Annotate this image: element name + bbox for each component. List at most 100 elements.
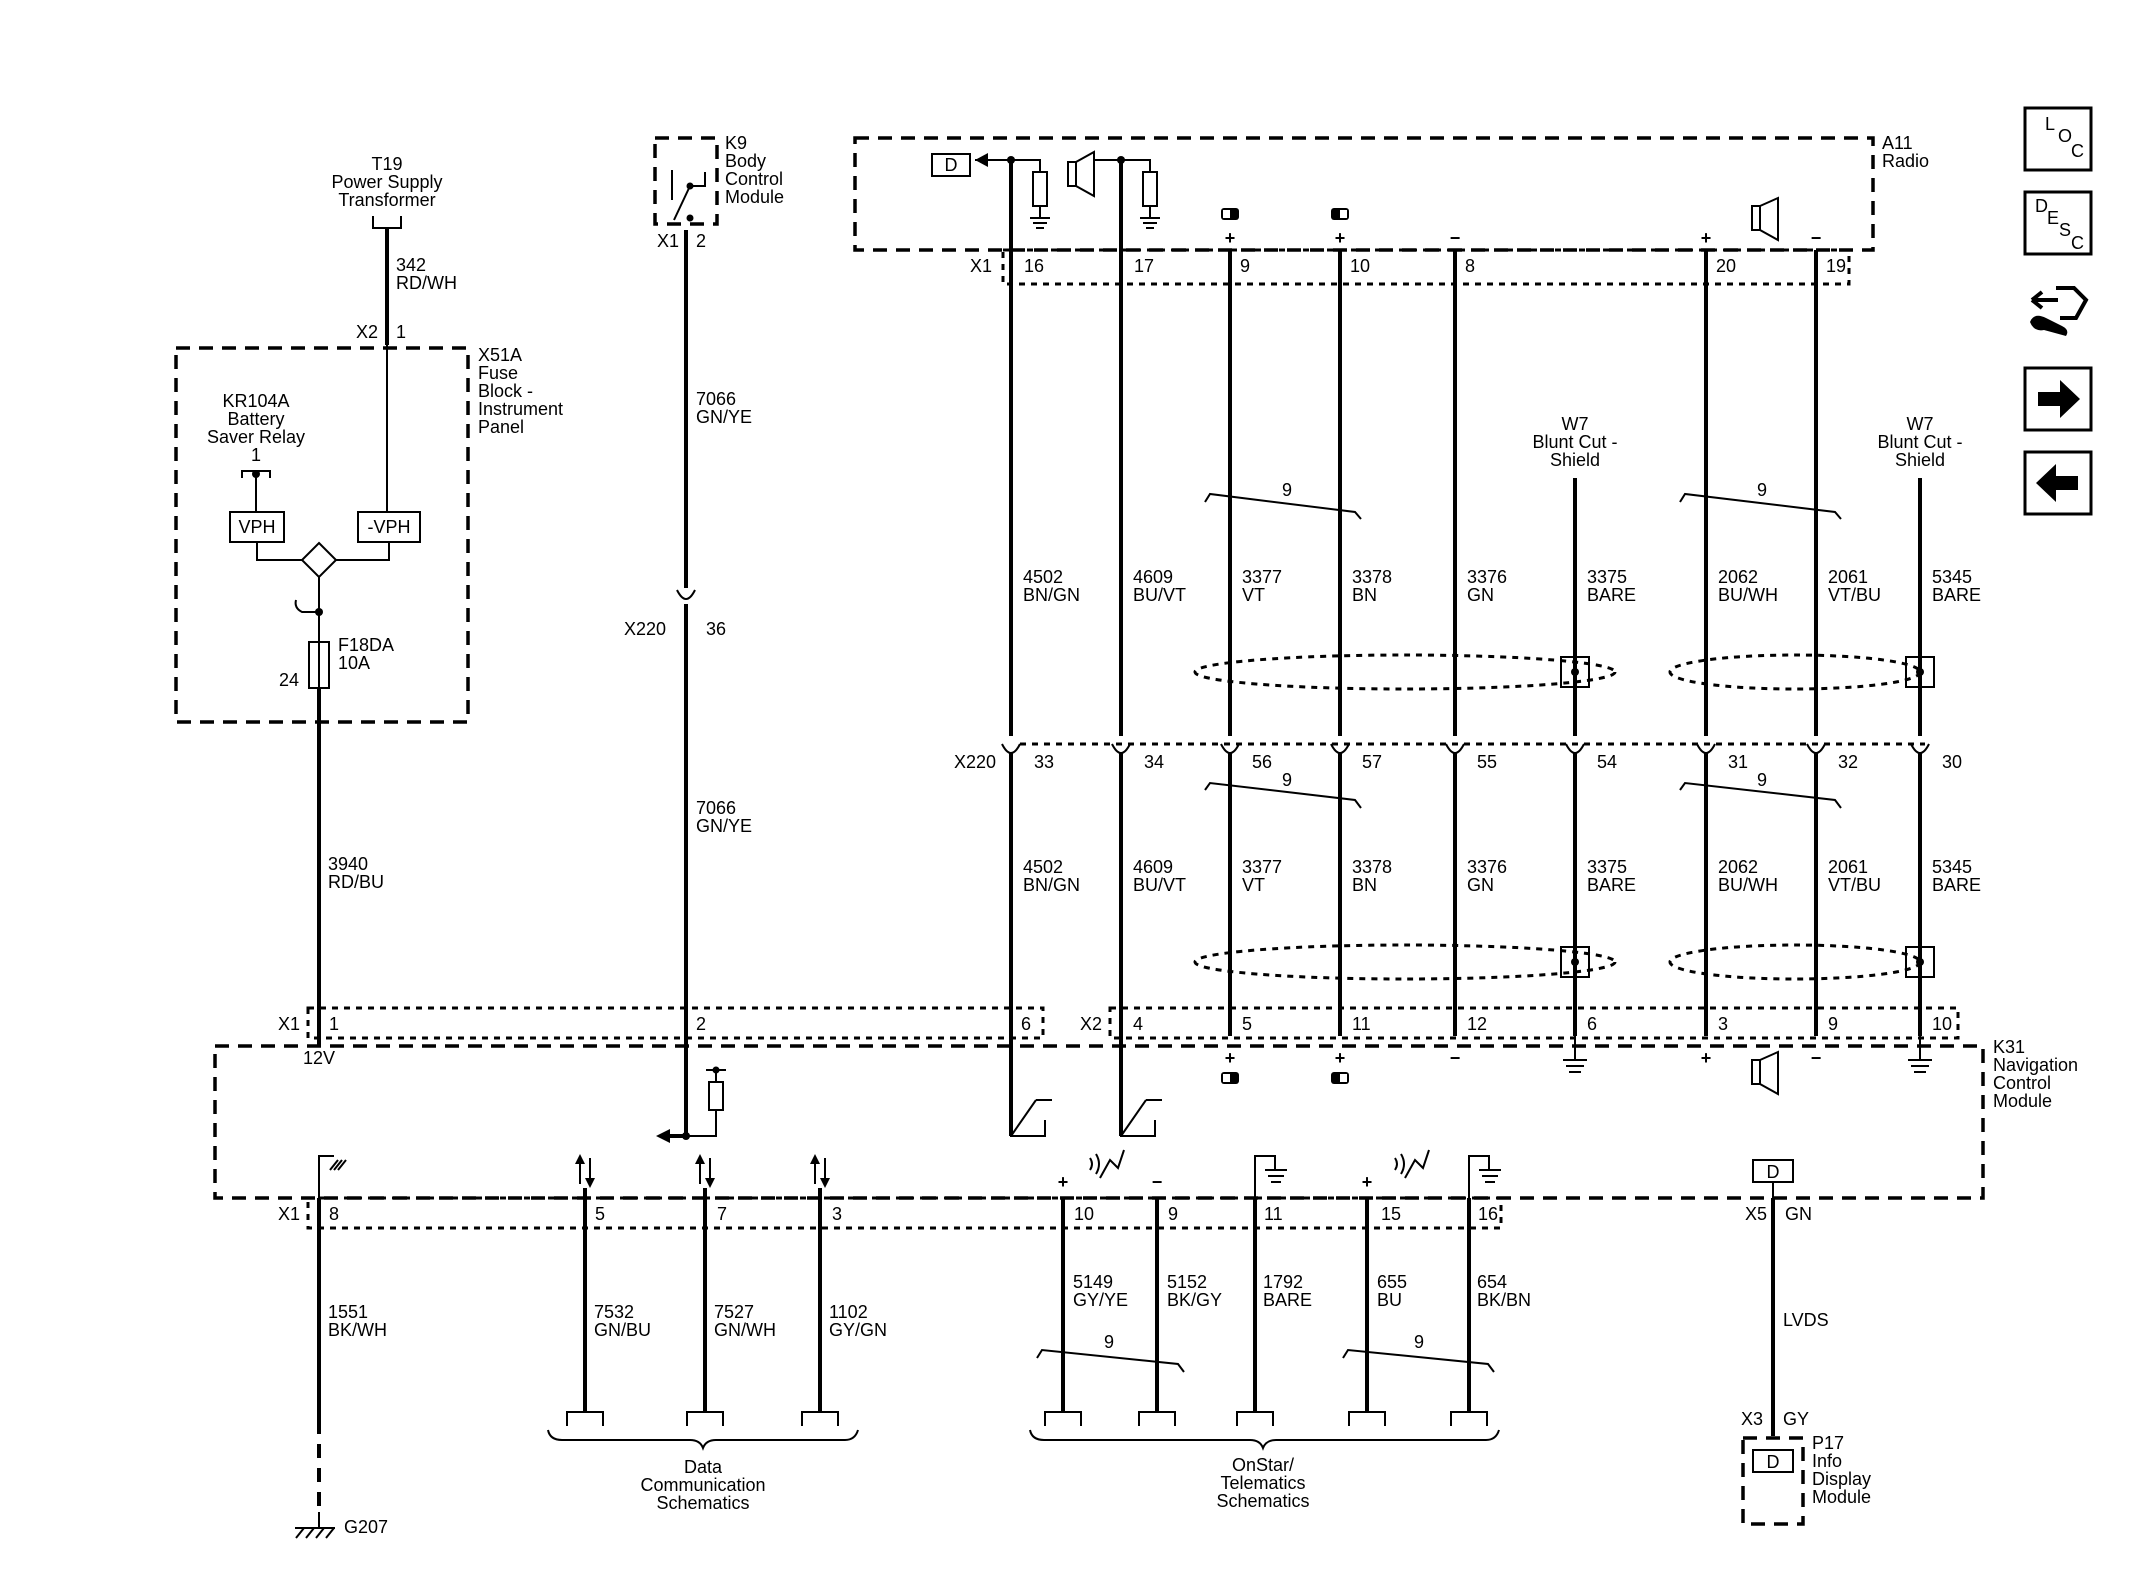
k9-pin-2: 2 <box>696 231 706 251</box>
vph-label: VPH <box>238 517 275 537</box>
label-2062-lower-color: BU/WH <box>1718 875 1778 895</box>
twist-mark-onstar-right <box>1342 1348 1495 1373</box>
loc-letter-c: C <box>2071 141 2084 161</box>
k31-microphone-icon-right <box>1394 1149 1430 1179</box>
label-5345-upper-circuit: 5345 <box>1932 567 1972 587</box>
relay-wiring <box>256 345 390 561</box>
label-4502-upper-circuit: 4502 <box>1023 567 1063 587</box>
shield-drain-dot-lower-right <box>1916 958 1924 966</box>
k31-x1-bottom-pin-11: 11 <box>1264 1204 1283 1224</box>
k9-line1: Body <box>725 151 766 171</box>
label-3376-lower-circuit: 3376 <box>1467 857 1507 877</box>
k31-speaker-icon <box>1751 1050 1779 1096</box>
label-2061-upper-color: VT/BU <box>1828 585 1881 605</box>
shield-drain-upper-right <box>1905 656 1935 688</box>
k31-minus-9: − <box>1811 1048 1822 1068</box>
twist-count-onstar-left: 9 <box>1104 1332 1114 1352</box>
k31-x2-pin-6: 6 <box>1587 1014 1597 1034</box>
label-3377-upper-color: VT <box>1242 585 1265 605</box>
k31-line1: Navigation <box>1993 1055 2078 1075</box>
label-3375-lower-color: BARE <box>1587 875 1636 895</box>
shield-drain-dot-upper-left <box>1571 668 1579 676</box>
desc-button[interactable]: D E S C <box>2023 190 2093 256</box>
radio-wire-labels-upper: 4502 BN/GN 4609 BU/VT 3377 VT 3378 BN 33… <box>1023 567 1981 605</box>
data-comm-terminals <box>566 1411 839 1426</box>
wire-lvds-label: LVDS <box>1783 1310 1829 1330</box>
wire-7066-upper-circuit: 7066 <box>696 389 736 409</box>
twist-mark-upper-left <box>1204 492 1362 520</box>
w7-left-line2: Shield <box>1550 450 1600 470</box>
twist-mark-onstar-left <box>1036 1348 1185 1373</box>
previous-page-button[interactable] <box>2023 450 2093 516</box>
k31-plus-11: + <box>1335 1048 1346 1068</box>
wire-342-circuit: 342 <box>396 255 426 275</box>
relay-switch-lead <box>294 577 320 613</box>
loc-button[interactable]: L O C <box>2023 106 2093 172</box>
radio-resistor-17 <box>1142 171 1158 207</box>
k31-x2-pin-11: 11 <box>1352 1014 1371 1034</box>
next-page-button[interactable] <box>2023 366 2093 432</box>
x51a-fuse-block-outline <box>174 346 470 724</box>
radio-plus-10: + <box>1335 228 1346 248</box>
twist-mark-upper-right <box>1679 492 1842 520</box>
onstar-reference[interactable]: OnStar/ Telematics Schematics <box>1216 1455 1309 1511</box>
shield-drain-lower-left <box>1560 946 1590 978</box>
radio-termination-16 <box>1011 159 1050 229</box>
shield-drain-dot-upper-right <box>1916 668 1924 676</box>
onstar-brace <box>1029 1429 1500 1451</box>
x51a-line1: Fuse <box>478 363 518 383</box>
connector-wrench-icon[interactable] <box>2030 286 2089 336</box>
k31-bidir-icon-3 <box>810 1154 830 1188</box>
k31-pullup-resistor <box>708 1081 724 1111</box>
radio-minus-19: − <box>1811 228 1822 248</box>
label-5345-lower-circuit: 5345 <box>1932 857 1972 877</box>
k31-input-junction <box>682 1132 690 1140</box>
data-comm-ref-line3[interactable]: Schematics <box>656 1493 749 1513</box>
onstar-ref-line2[interactable]: Telematics <box>1220 1473 1305 1493</box>
k31-bidir-icon-5 <box>575 1154 595 1188</box>
radio-display-icon: D <box>931 153 971 177</box>
onstar-ref-line1[interactable]: OnStar/ <box>1232 1455 1294 1475</box>
k31-x2-connector <box>1108 1006 1960 1040</box>
a11-pin-labels: 16 17 9 10 8 20 19 <box>1024 256 1846 276</box>
k31-x1-bottom-pin-9: 9 <box>1168 1204 1178 1224</box>
x220-inline-connectors <box>1001 743 1930 754</box>
k31-label: K31 Navigation Control Module <box>1993 1037 2078 1111</box>
label-5345-lower-color: BARE <box>1932 875 1981 895</box>
w7-right-label: W7 Blunt Cut - Shield <box>1877 414 1962 470</box>
x220-pin-57: 57 <box>1362 752 1382 772</box>
wire-655-circuit: 655 <box>1377 1272 1407 1292</box>
data-comm-ref-line2[interactable]: Communication <box>640 1475 765 1495</box>
fuse-rating: 10A <box>338 653 370 673</box>
a11-x1-connector <box>1001 248 1851 286</box>
x51a-label: X51A Fuse Block - Instrument Panel <box>478 345 563 437</box>
x220-pin-34: 34 <box>1144 752 1164 772</box>
label-2061-lower-circuit: 2061 <box>1828 857 1868 877</box>
data-comm-brace <box>547 1429 859 1451</box>
loc-letter-l: L <box>2045 114 2055 134</box>
a11-code: A11 <box>1882 133 1913 153</box>
wire-7066-lower-circuit: 7066 <box>696 798 736 818</box>
p17-display-letter: D <box>1767 1452 1780 1472</box>
k9-x1-label: X1 <box>657 231 679 251</box>
x220-label: X220 <box>954 752 996 772</box>
k31-display-icon: D <box>1752 1159 1794 1198</box>
desc-letter-e: E <box>2047 208 2059 228</box>
wire-1792-color: BARE <box>1263 1290 1312 1310</box>
radio-resistor-16 <box>1032 171 1048 207</box>
data-comm-reference[interactable]: Data Communication Schematics <box>640 1457 765 1513</box>
data-comm-ref-line1[interactable]: Data <box>684 1457 723 1477</box>
wire-5149-color: GY/YE <box>1073 1290 1128 1310</box>
wire-654-color: BK/BN <box>1477 1290 1531 1310</box>
k31-plus-3: + <box>1701 1048 1712 1068</box>
x220-pin-31: 31 <box>1728 752 1748 772</box>
a11-name: Radio <box>1882 151 1929 171</box>
t19-terminal <box>372 216 402 229</box>
k31-bidir-icon-7 <box>695 1154 715 1188</box>
k31-x2-pin-4: 4 <box>1133 1014 1143 1034</box>
k31-x2-pin-3: 3 <box>1718 1014 1728 1034</box>
k31-x1-bottom-pin-16: 16 <box>1478 1204 1498 1224</box>
wire-5152-circuit: 5152 <box>1167 1272 1207 1292</box>
onstar-ref-line3[interactable]: Schematics <box>1216 1491 1309 1511</box>
w7-left-line1: Blunt Cut - <box>1532 432 1617 452</box>
